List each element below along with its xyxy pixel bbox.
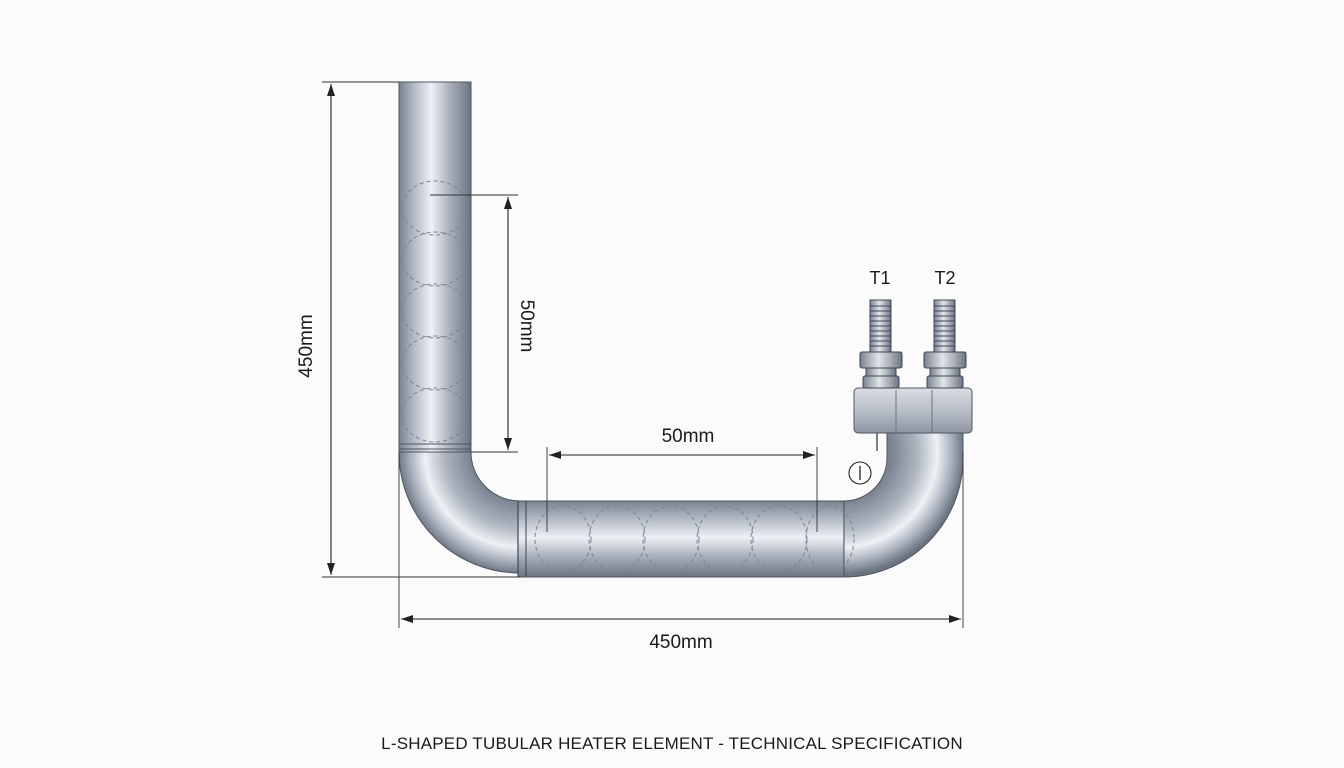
vertical-tube [398,81,472,453]
width-dimension [398,452,964,628]
height-dimension [322,81,520,578]
terminal-t1 [859,299,903,389]
sensor-symbol [848,461,872,485]
terminal-t2 [923,299,967,389]
horizontal-coil-pattern [534,505,855,573]
horizontal-pitch-label: 50mm [662,426,715,447]
vertical-pitch-label: 50mm [516,300,537,353]
left-bend [398,451,521,574]
horizontal-pitch-dimension [546,447,818,532]
width-dimension-label: 450mm [649,632,712,653]
drawing-caption: L-SHAPED TUBULAR HEATER ELEMENT - TECHNI… [381,734,963,753]
terminal-label-t2: T2 [934,268,955,288]
terminal-label-t1: T1 [869,268,890,288]
terminal-block [853,387,973,451]
vertical-pitch-dimension [430,194,518,453]
horizontal-tube [517,500,845,578]
vertical-coil-pattern [401,180,469,443]
height-dimension-label: 450mm [296,314,317,377]
right-bend [843,429,964,578]
